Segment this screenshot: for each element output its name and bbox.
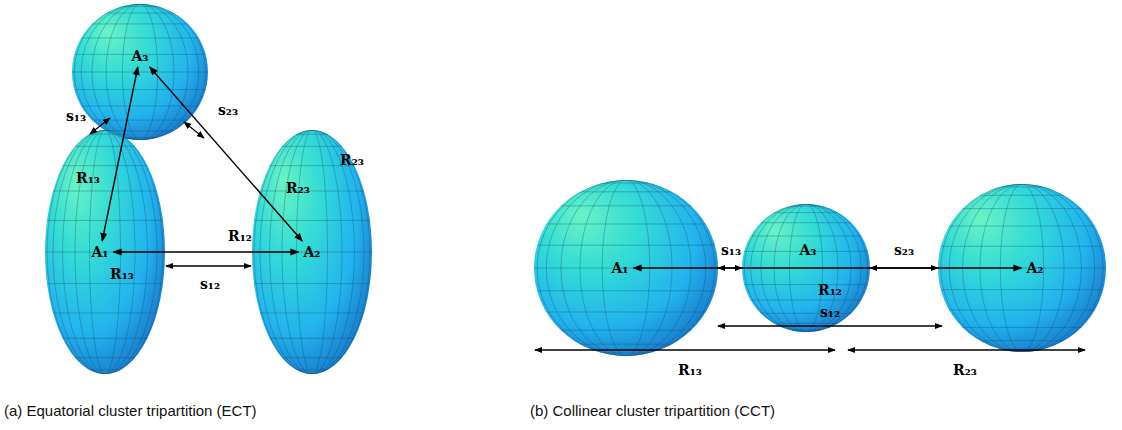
nucleus-name: A₃ xyxy=(132,48,149,64)
dimension-label: R₂₃ xyxy=(953,362,977,378)
distance-arrow xyxy=(634,267,1022,268)
distance-label: R₁₂ xyxy=(818,282,842,298)
surface-grid xyxy=(72,4,208,140)
dimension-label: s₁₂ xyxy=(200,276,220,292)
nucleus-sphere xyxy=(72,4,208,140)
distance-label: R₁₂ xyxy=(228,228,252,244)
nucleus-name: A₂ xyxy=(1027,260,1044,276)
nucleus-label: A₁ xyxy=(609,259,632,277)
nucleus-label: A₃ xyxy=(797,241,820,259)
nucleus-label: A₃ xyxy=(129,47,152,65)
dimension-label: s₂₃ xyxy=(894,242,914,258)
nucleus-name: A₂ xyxy=(304,244,321,260)
dimension-label: R₁₃ xyxy=(110,266,134,282)
dimension-label: s₁₃ xyxy=(66,108,86,124)
dimension-arrow xyxy=(848,349,1085,350)
gap-arrow xyxy=(184,122,204,138)
gap-arrow xyxy=(166,265,251,266)
distance-arrow xyxy=(114,251,299,252)
dimension-label: s₁₃ xyxy=(721,242,741,258)
dimension-label: R₁₃ xyxy=(678,362,702,378)
dimension-label: s₂₃ xyxy=(218,102,238,118)
distance-arrow xyxy=(150,67,303,241)
panel-caption: (a) Equatorial cluster tripartition (ECT… xyxy=(4,402,257,419)
distance-arrow xyxy=(102,67,138,241)
nucleus-name: A₃ xyxy=(800,242,817,258)
dimension-label: R₂₃ xyxy=(340,152,364,168)
distance-label: R₁₃ xyxy=(76,170,100,186)
gap-arrow xyxy=(90,118,110,134)
distance-label: R₂₃ xyxy=(286,180,310,196)
dimension-label: s₁₂ xyxy=(820,304,840,320)
nucleus-label: A₁ xyxy=(89,243,112,261)
dimension-arrow xyxy=(535,349,835,350)
dimension-arrow xyxy=(718,325,942,326)
nucleus-label: A₂ xyxy=(1024,259,1047,277)
nucleus-name: A₁ xyxy=(92,244,109,260)
nucleus-label: A₂ xyxy=(301,243,324,261)
panel-caption: (b) Collinear cluster tripartition (CCT) xyxy=(530,402,775,419)
nucleus-name: A₁ xyxy=(612,260,629,276)
